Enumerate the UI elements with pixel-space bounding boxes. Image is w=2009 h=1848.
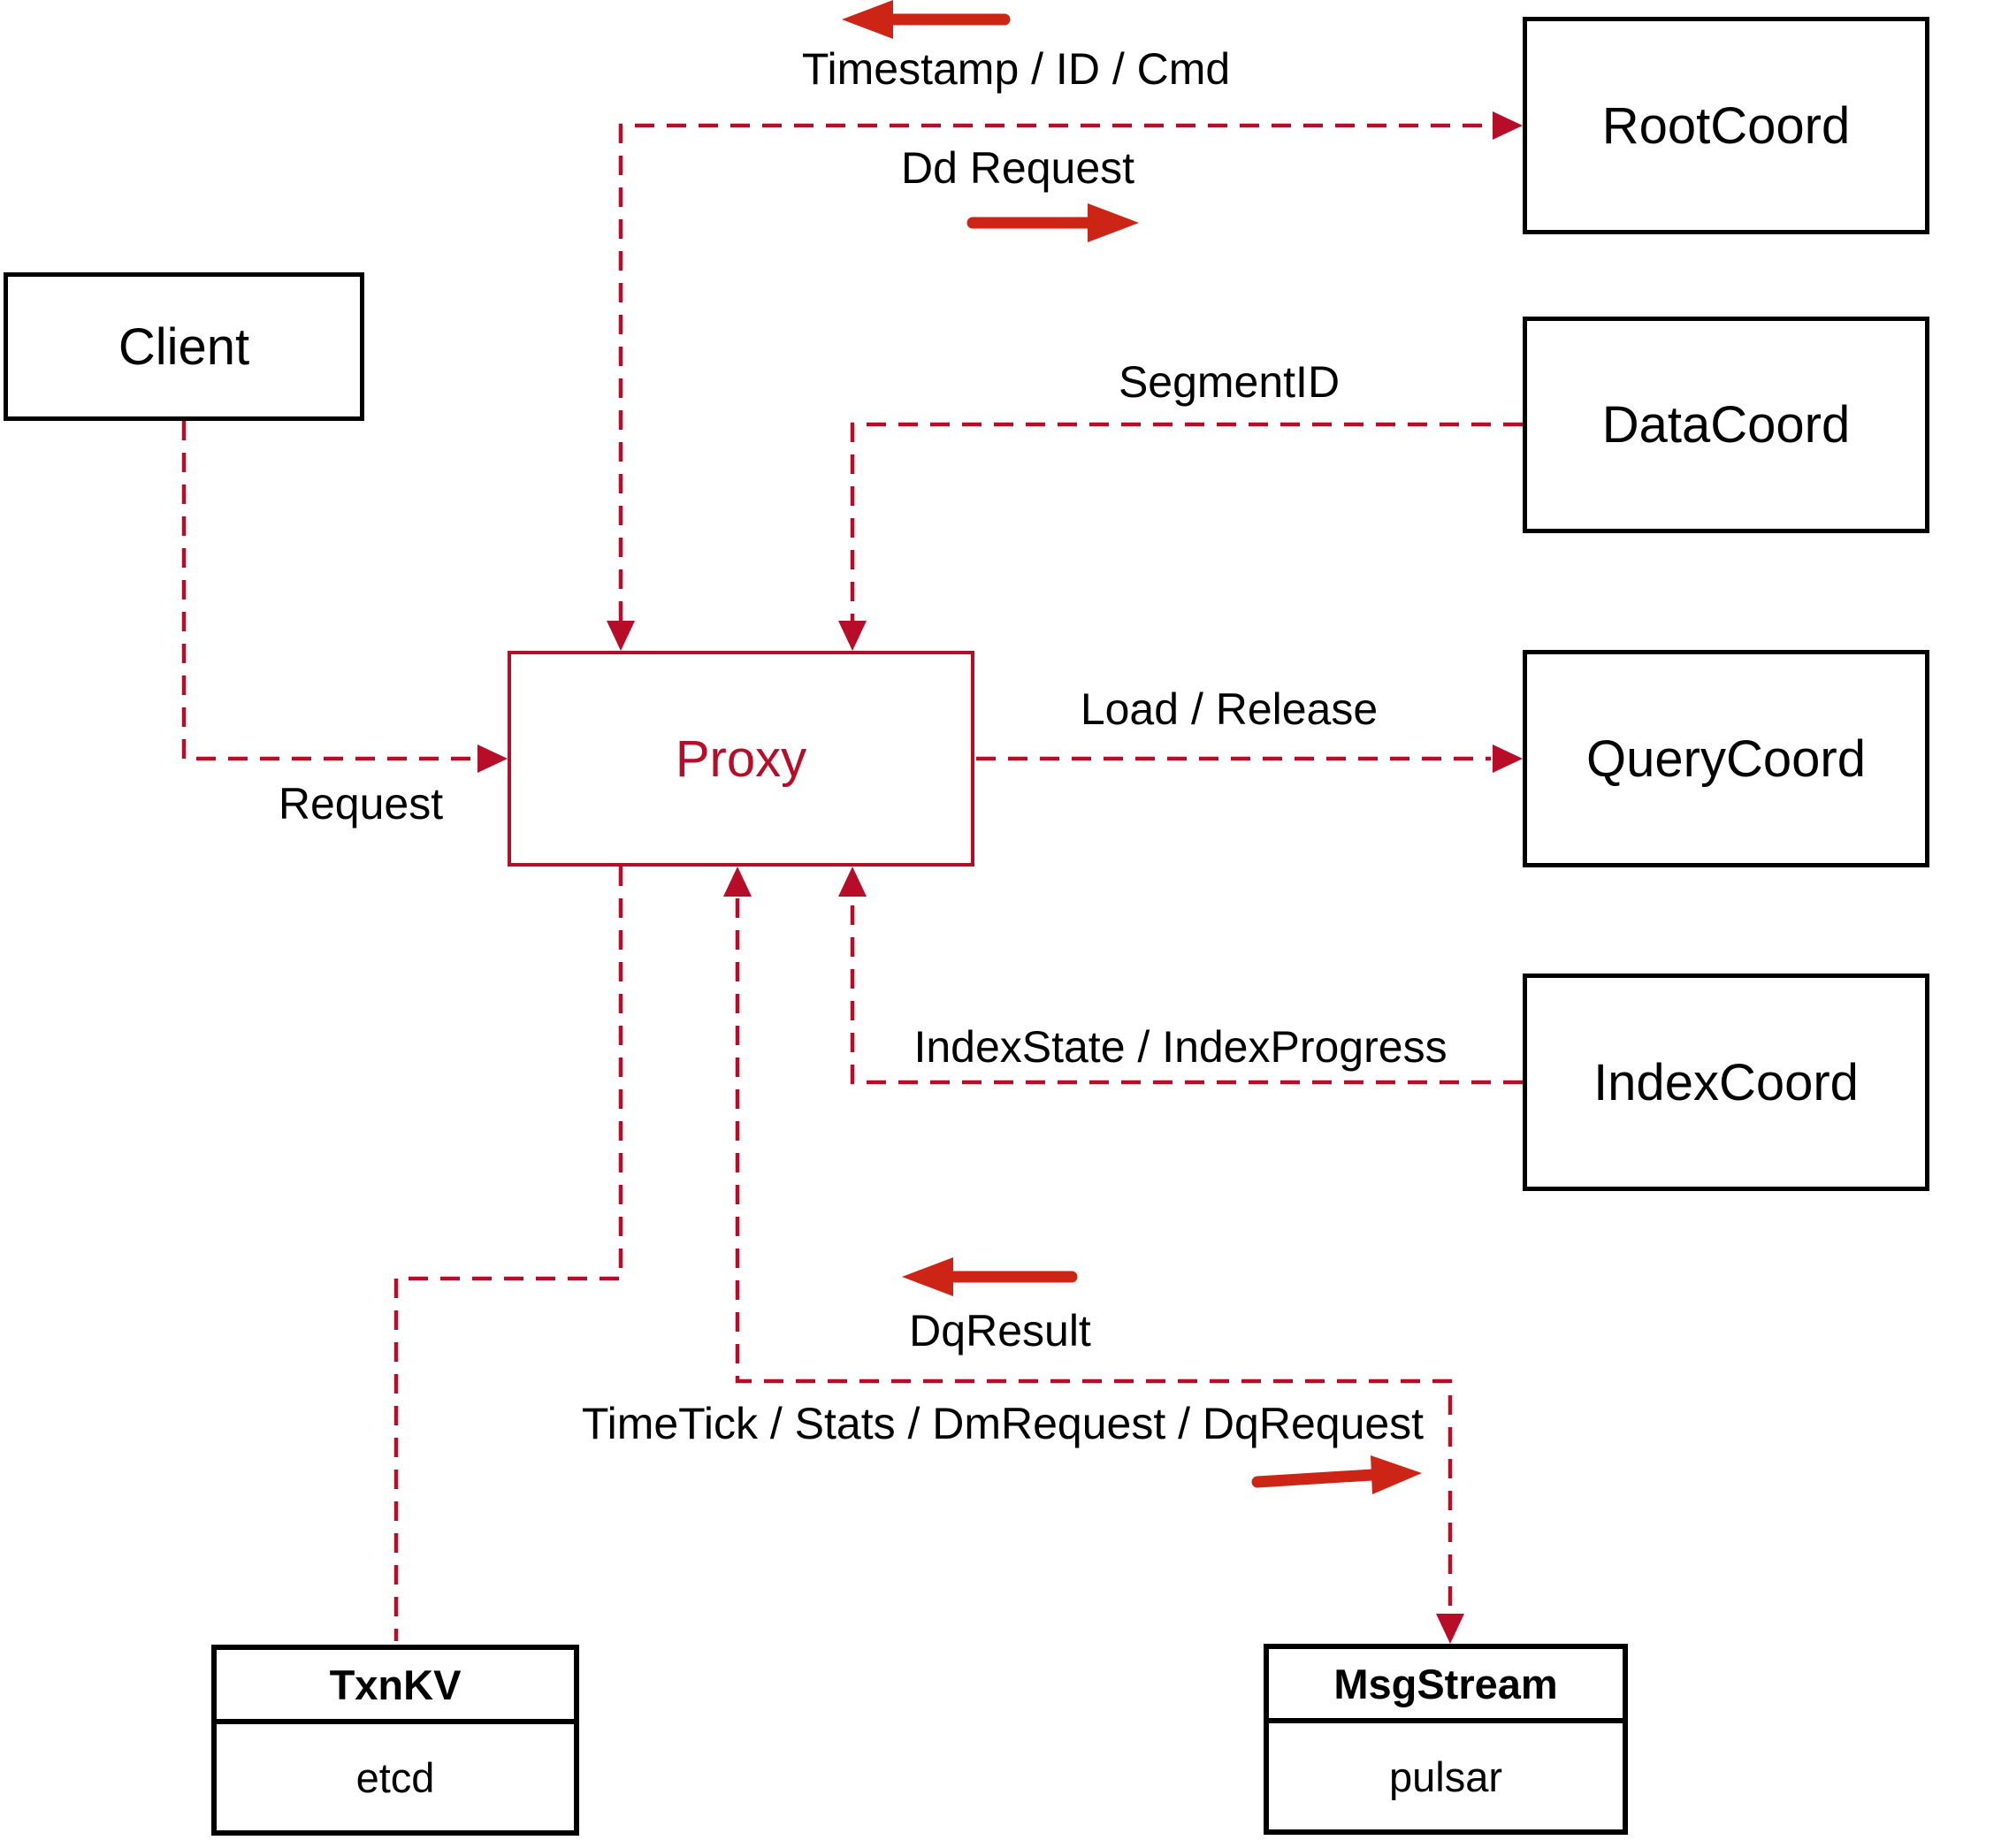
node-client-label: Client: [118, 317, 250, 376]
edge-client-to-proxy-line: [181, 421, 477, 761]
arrowhead-right-into-proxy: [477, 745, 508, 773]
node-client: Client: [4, 272, 364, 421]
arrow-left-icon: [842, 0, 1011, 39]
edge-label-timetick-stats-dmrequest-dqrequest: TimeTick / Stats / DmRequest / DqRequest: [581, 1399, 1425, 1448]
node-datacoord-label: DataCoord: [1601, 396, 1851, 454]
node-datacoord: DataCoord: [1523, 317, 1929, 533]
node-proxy-label: Proxy: [675, 729, 807, 788]
edge-indexcoord-to-proxy-line: [850, 898, 1523, 1085]
arrowhead-right-into-rootcoord: [1493, 111, 1523, 140]
node-txnkv-impl: etcd: [355, 1753, 435, 1801]
node-indexcoord: IndexCoord: [1523, 974, 1929, 1191]
node-indexcoord-label: IndexCoord: [1593, 1053, 1859, 1111]
node-querycoord-label: QueryCoord: [1586, 729, 1866, 788]
arrowhead-down-into-msgstream: [1436, 1614, 1464, 1644]
edge-label-dqresult: DqResult: [909, 1306, 1091, 1355]
arrowhead-down-into-proxy-left: [607, 621, 635, 651]
edge-datacoord-to-proxy-line: [850, 422, 1523, 621]
edge-proxy-rootcoord-line: [618, 123, 1491, 621]
edge-proxy-msgstream-line: [735, 898, 1453, 1612]
arrow-right-icon: [1251, 1455, 1422, 1494]
edge-label-segmentid: SegmentID: [1118, 357, 1341, 407]
arrowhead-up-into-proxy-mid: [723, 867, 752, 897]
node-rootcoord-label: RootCoord: [1601, 96, 1851, 155]
edge-label-timestamp-id-cmd: Timestamp / ID / Cmd: [801, 44, 1231, 94]
node-txnkv: TxnKV etcd: [211, 1645, 579, 1836]
node-msgstream-impl: pulsar: [1388, 1753, 1502, 1800]
node-querycoord: QueryCoord: [1523, 650, 1929, 867]
edge-label-request: Request: [278, 779, 444, 829]
edge-proxy-txnkv-line: [393, 867, 623, 1641]
edge-label-indexstate-indexprogress: IndexState / IndexProgress: [913, 1022, 1448, 1072]
arrowhead-down-into-proxy-right: [838, 621, 867, 651]
node-msgstream-title: MsgStream: [1269, 1649, 1623, 1723]
arrow-left-icon: [902, 1257, 1078, 1296]
node-msgstream: MsgStream pulsar: [1264, 1644, 1628, 1835]
node-proxy: Proxy: [508, 651, 974, 867]
arrow-right-icon: [966, 203, 1139, 242]
edge-label-dd-request: Dd Request: [900, 143, 1135, 193]
edge-label-load-release: Load / Release: [1080, 684, 1379, 734]
arrowhead-up-into-proxy-right: [838, 867, 867, 897]
node-txnkv-title: TxnKV: [217, 1650, 574, 1724]
arrowhead-right-into-querycoord: [1493, 745, 1523, 773]
node-rootcoord: RootCoord: [1523, 17, 1929, 234]
